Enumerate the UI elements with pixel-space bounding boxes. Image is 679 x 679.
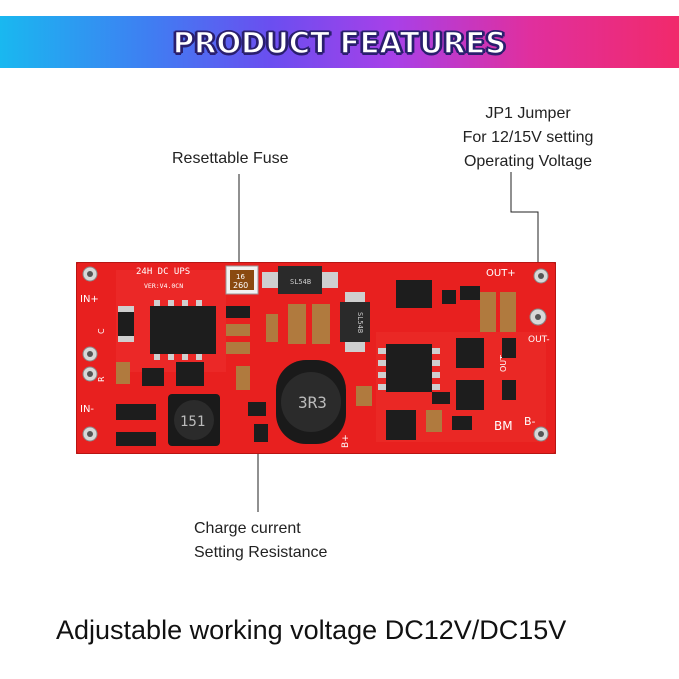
fuse-value: 260 [233,281,248,290]
silk-bm: BM [494,419,513,433]
silk-in-plus: IN+ [80,294,99,305]
callout-charge-line-1: Charge current [194,520,301,537]
inductor-3r3: 3R3 [276,360,346,444]
fuse-code: 16 [236,273,245,281]
silk-r: R [97,376,106,382]
silk-b-plus: B+ [341,434,351,448]
ic-left [150,306,216,354]
diode-1-label: SL54B [290,278,311,286]
silk-out-minus: OUT- [528,335,550,345]
resettable-fuse: 16 260 [225,265,259,295]
pcb-board: 24H DC UPS VER:V4.0CN IN+ IN- OUT+ OUT- … [76,262,556,454]
silk-out-side: OUT [499,355,508,372]
smd-parts [116,280,516,446]
callout-jp1-line-2: For 12/15V setting [462,129,594,146]
callout-jp1-line-1: JP1 Jumper [485,105,571,122]
callout-charge-line-2: Setting Resistance [194,544,328,561]
left-pads [82,266,98,442]
diode-1: SL54B [262,266,338,294]
inductor-3r3-label: 3R3 [298,393,327,412]
silk-c: C [97,328,106,334]
callout-resettable-fuse: Resettable Fuse [172,150,289,167]
silk-b-minus: B- [524,415,536,428]
callout-jp1-jumper: JP1 Jumper For 12/15V setting Operating … [428,102,628,174]
silk-in-minus: IN- [80,404,94,415]
inductor-151-label: 151 [180,414,205,430]
banner-background [0,16,679,68]
banner-title: PRODUCT FEATURES [172,25,507,61]
leader-line-jp1 [510,172,539,300]
right-pads [529,268,549,442]
diode-2: SL54B [340,292,370,352]
silk-title: 24H DC UPS [136,267,190,277]
ic-right [386,344,432,392]
callout-charge-resistor: Charge current Setting Resistance [194,517,327,565]
silk-version: VER:V4.0CN [144,282,183,290]
callout-jp1-line-3: Operating Voltage [463,153,593,170]
silk-out-plus: OUT+ [486,268,516,279]
bottom-caption: Adjustable working voltage DC12V/DC15V [56,615,567,645]
inductor-151: 151 [168,394,220,446]
diode-2-label: SL54B [356,312,364,333]
